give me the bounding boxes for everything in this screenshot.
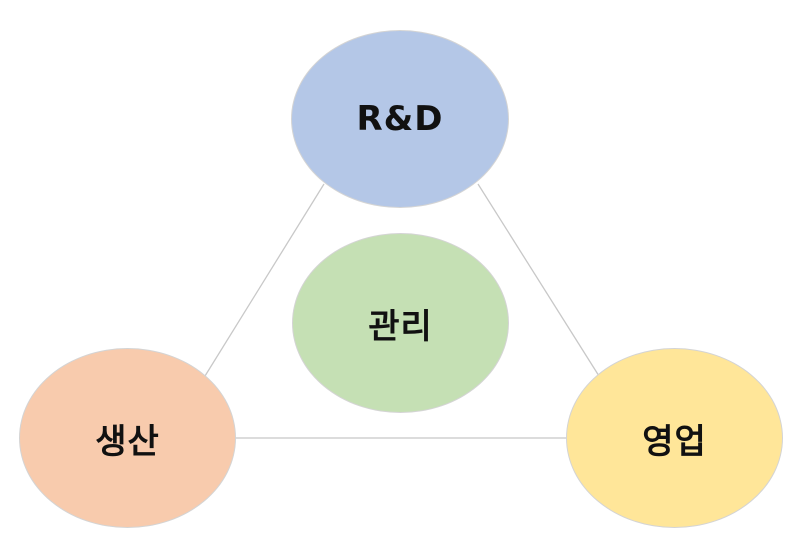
rd-circle: R&D — [291, 30, 509, 208]
production-label: 생산 — [95, 421, 160, 462]
sales-circle: 영업 — [566, 348, 783, 528]
production-circle: 생산 — [19, 348, 236, 528]
connector-rd-sales — [477, 183, 600, 377]
management-label: 관리 — [368, 306, 433, 347]
rd-label: R&D — [356, 99, 444, 139]
management-circle: 관리 — [292, 233, 509, 413]
connector-rd-prod — [204, 183, 325, 377]
sales-label: 영업 — [642, 421, 707, 462]
